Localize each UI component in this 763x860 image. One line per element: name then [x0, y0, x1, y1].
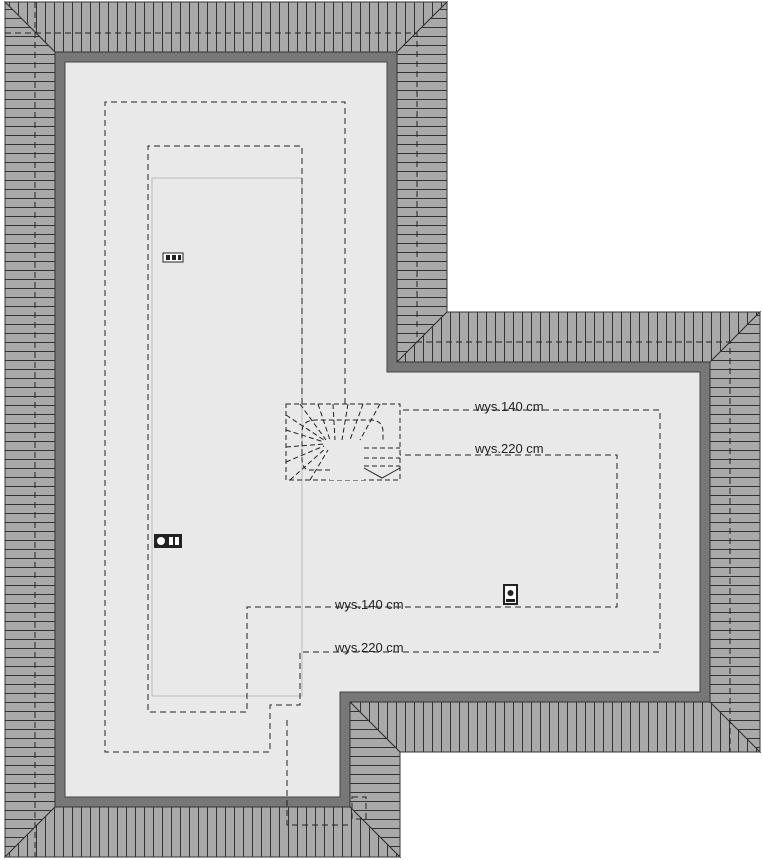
- roof-upper-right: [396, 0, 448, 364]
- flue-icon: [503, 584, 518, 605]
- height-label-main-140: wys.140 cm: [334, 597, 404, 612]
- height-line-inner: [147, 145, 618, 713]
- vent-icon: [162, 252, 184, 263]
- roof-wing-right: [709, 310, 761, 754]
- roof-eaves: [3, 0, 762, 859]
- height-label-main-220: wys.220 cm: [334, 640, 404, 655]
- roof-wing-bottom: [348, 701, 762, 753]
- chimney-icon: [154, 534, 182, 548]
- roof-bottom: [3, 806, 402, 858]
- height-label-wing-220: wys.220 cm: [474, 441, 544, 456]
- height-lines: [104, 101, 661, 826]
- roof-top: [3, 1, 449, 53]
- roof-wing-top: [395, 311, 762, 363]
- height-label-wing-140: wys.140 cm: [474, 399, 544, 414]
- height-line-outer: [104, 101, 661, 753]
- roof-left: [4, 0, 56, 859]
- staircase: [285, 403, 401, 481]
- eave-dashed-lines: [5, 2, 731, 857]
